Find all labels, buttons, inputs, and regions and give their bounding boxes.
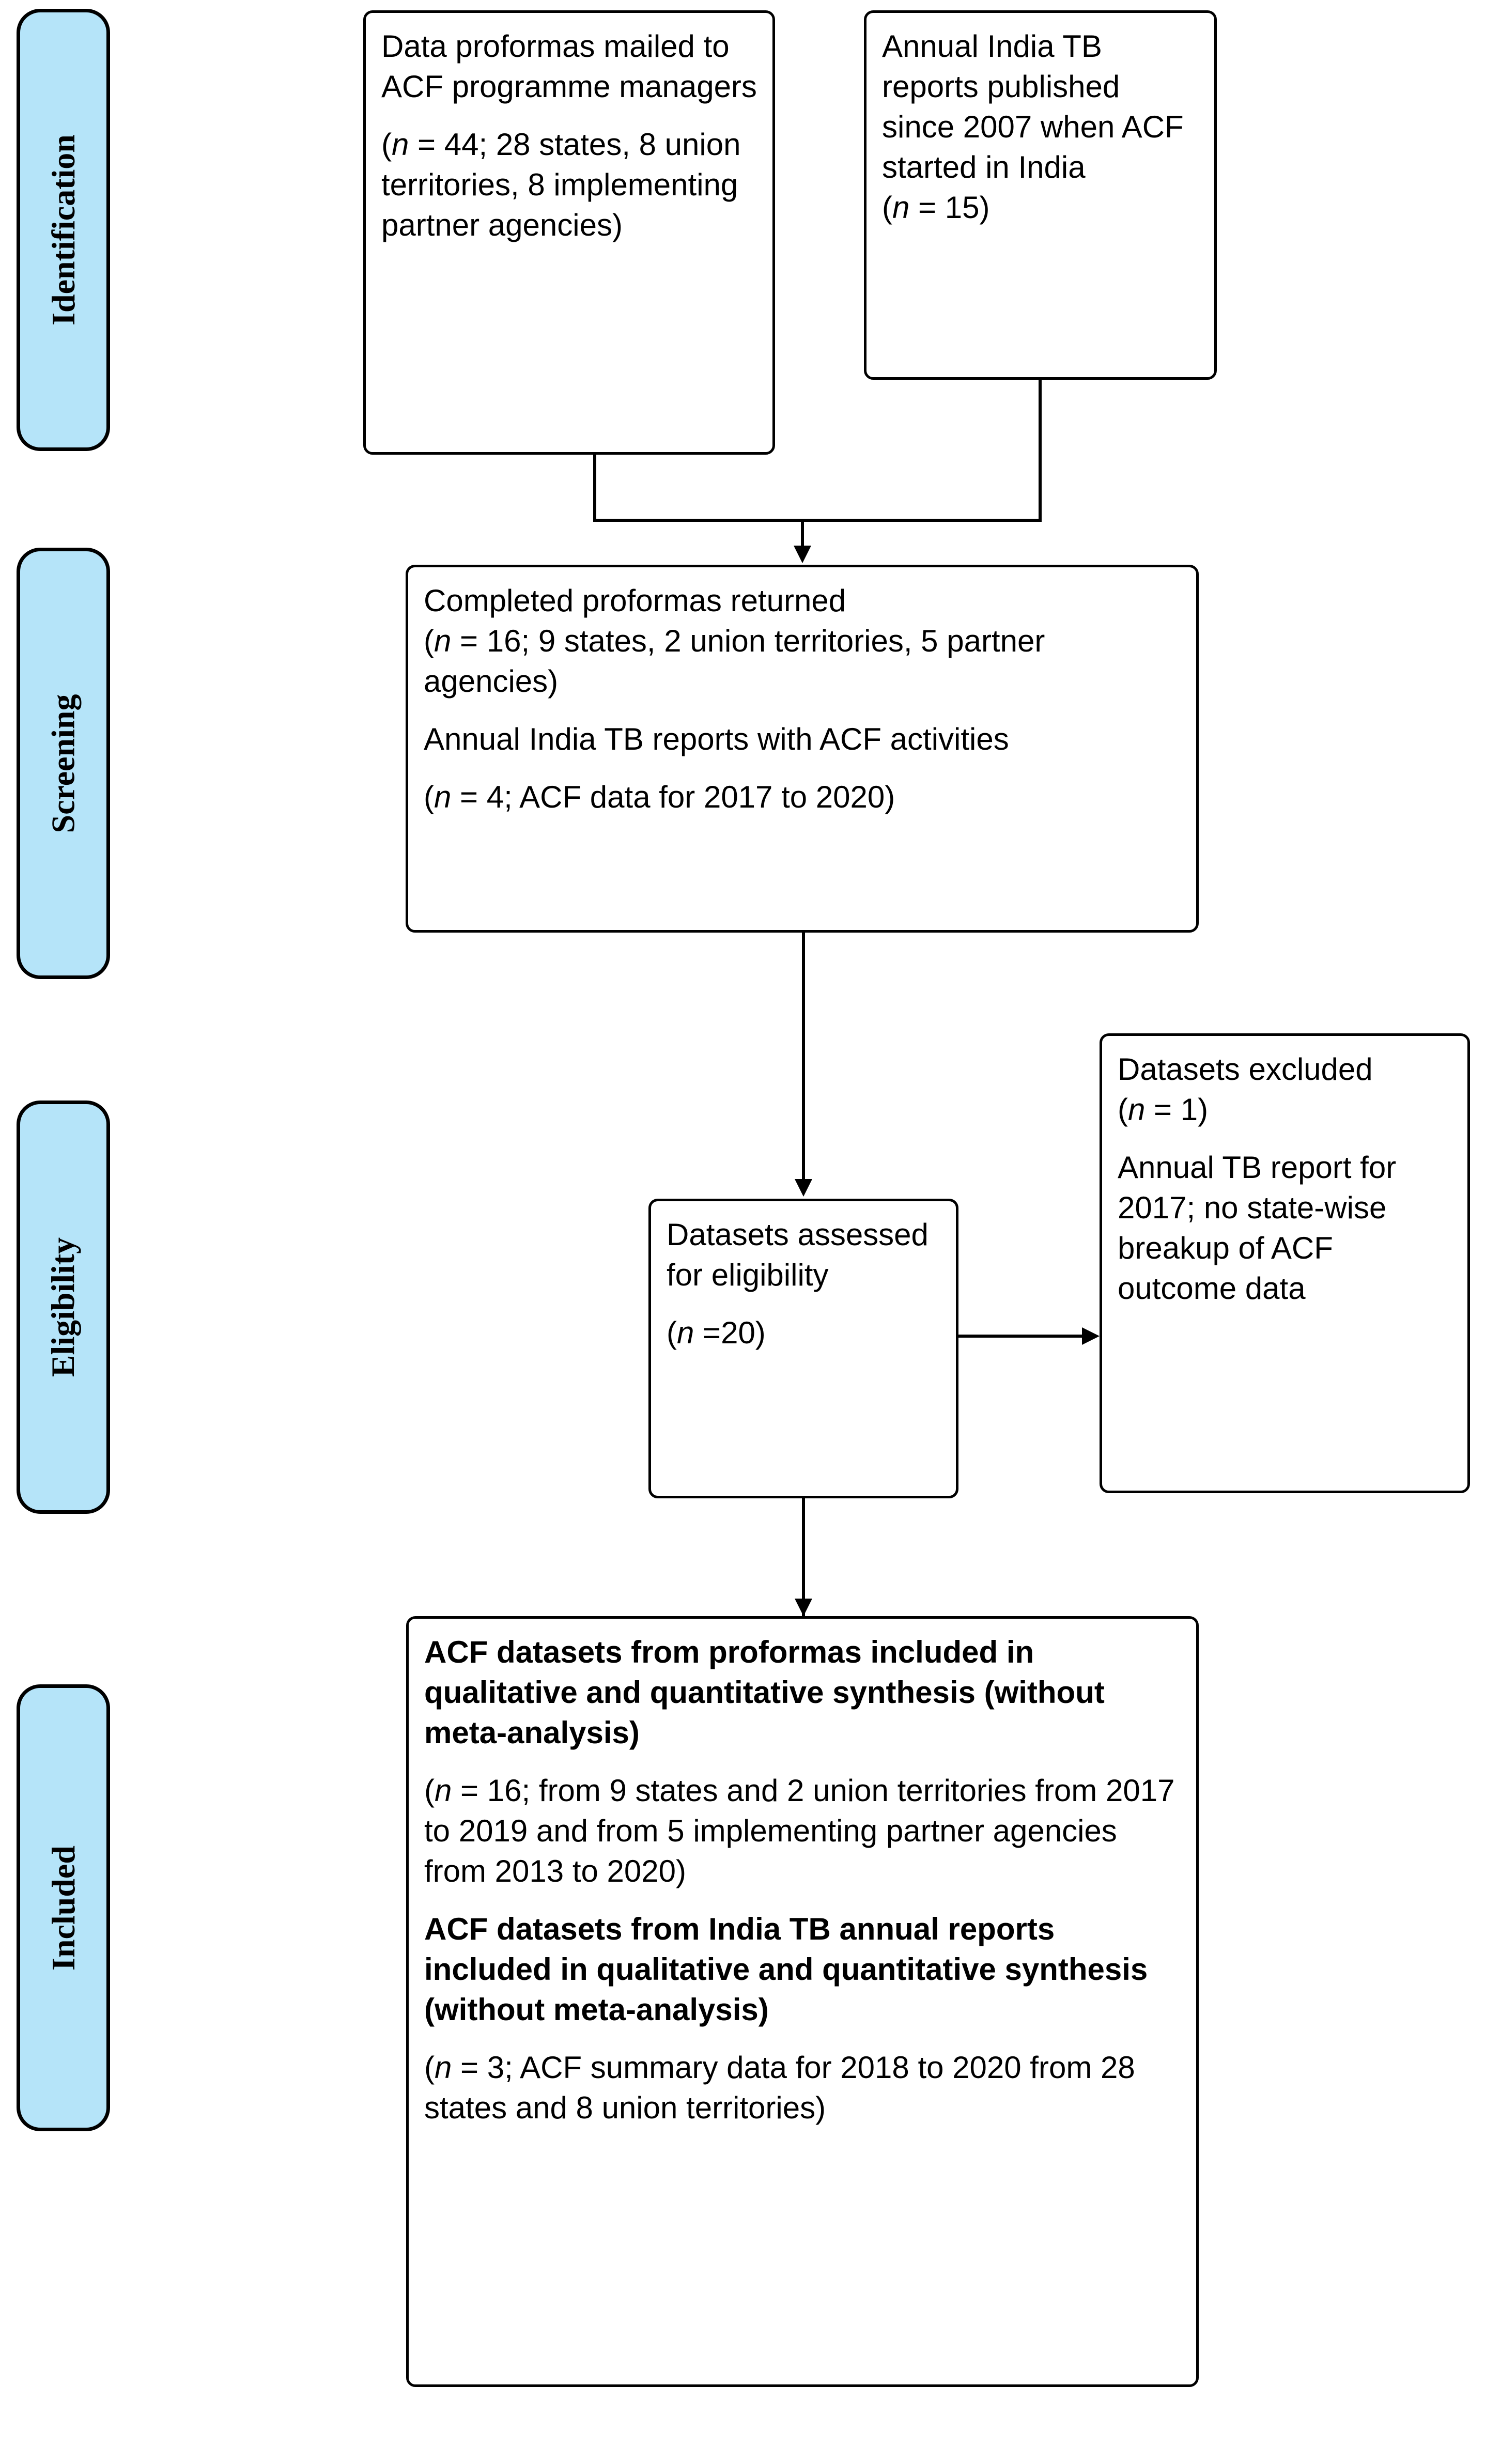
phase-label-included-text: Included bbox=[44, 1845, 82, 1971]
arrow-to-eligibility bbox=[795, 1179, 812, 1197]
completed-line4: (n = 4; ACF data for 2017 to 2020) bbox=[424, 780, 895, 814]
proformas-mailed-count: (n = 44; 28 states, 8 union territories,… bbox=[381, 127, 741, 242]
included-detail-2: (n = 3; ACF summary data for 2018 to 202… bbox=[424, 2050, 1135, 2125]
phase-label-eligibility-text: Eligibility bbox=[44, 1237, 82, 1377]
box-datasets-excluded: Datasets excluded (n = 1) Annual TB repo… bbox=[1100, 1033, 1470, 1493]
completed-line3: Annual India TB reports with ACF activit… bbox=[424, 722, 1009, 756]
phase-label-screening-text: Screening bbox=[44, 693, 82, 833]
completed-line1: Completed proformas returned bbox=[424, 583, 846, 618]
box-proformas-mailed: Data proformas mailed to ACF programme m… bbox=[363, 10, 775, 455]
box-included-synthesis: ACF datasets from proformas included in … bbox=[406, 1616, 1199, 2387]
box-annual-india-tb-reports: Annual India TB reports published since … bbox=[864, 10, 1217, 380]
connector-proformas-down bbox=[593, 455, 596, 522]
connector-eligibility-to-included bbox=[802, 1498, 805, 1616]
connector-assessed-to-excluded bbox=[958, 1335, 1084, 1338]
included-detail-1: (n = 16; from 9 states and 2 union terri… bbox=[424, 1773, 1175, 1888]
connector-junction-to-screening bbox=[801, 519, 804, 549]
phase-label-eligibility: Eligibility bbox=[17, 1101, 110, 1514]
phase-label-identification: Identification bbox=[17, 9, 110, 451]
completed-line2: (n = 16; 9 states, 2 union territories, … bbox=[424, 624, 1045, 699]
connector-annual-reports-down bbox=[1039, 380, 1042, 522]
phase-label-identification-text: Identification bbox=[44, 134, 82, 326]
included-heading-2: ACF datasets from India TB annual report… bbox=[424, 1912, 1148, 2027]
excluded-count: (n = 1) bbox=[1118, 1092, 1209, 1127]
annual-reports-count: (n = 15) bbox=[882, 190, 990, 225]
box-completed-proformas: Completed proformas returned (n = 16; 9 … bbox=[406, 565, 1199, 933]
excluded-reason: Annual TB report for 2017; no state-wise… bbox=[1118, 1150, 1397, 1306]
phase-label-included: Included bbox=[17, 1684, 110, 2131]
box-datasets-assessed-for-eligibility: Datasets assessed for eligibility (n =20… bbox=[648, 1199, 958, 1498]
assessed-count: (n =20) bbox=[667, 1315, 766, 1350]
excluded-title: Datasets excluded bbox=[1118, 1052, 1373, 1087]
connector-identification-junction bbox=[593, 519, 1042, 522]
arrow-to-excluded bbox=[1082, 1327, 1100, 1345]
assessed-title: Datasets assessed for eligibility bbox=[667, 1217, 929, 1292]
annual-reports-title: Annual India TB reports published since … bbox=[882, 29, 1184, 184]
arrow-to-screening bbox=[794, 546, 811, 563]
proformas-mailed-title: Data proformas mailed to ACF programme m… bbox=[381, 29, 757, 104]
phase-label-screening: Screening bbox=[17, 548, 110, 979]
connector-screening-to-eligibility bbox=[802, 933, 805, 1181]
included-heading-1: ACF datasets from proformas included in … bbox=[424, 1635, 1105, 1750]
arrow-to-included bbox=[795, 1599, 812, 1616]
